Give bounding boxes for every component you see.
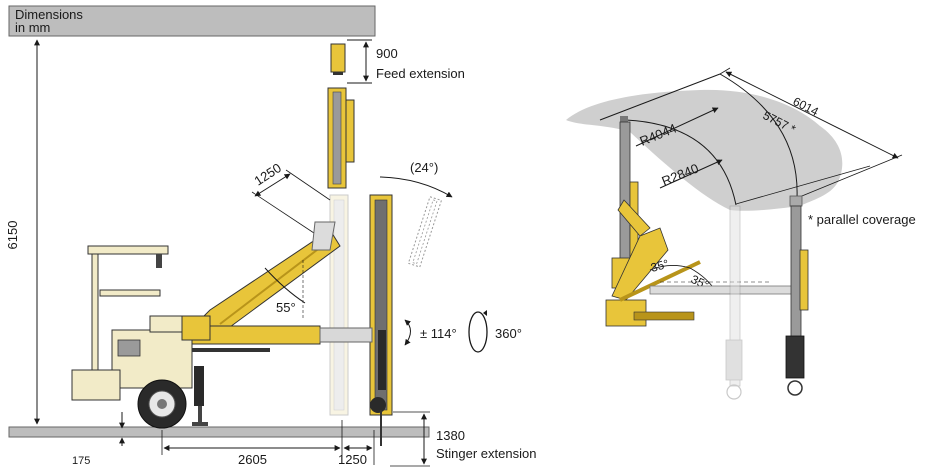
right-rig-boom-arm [605, 199, 701, 327]
angle-arc-left [649, 265, 691, 271]
boom-extension-line-b [285, 169, 331, 201]
boom-length-label: 1250 [251, 160, 283, 188]
rotation-arc [404, 319, 412, 346]
carrier-machine [71, 245, 211, 429]
parallel-coverage-extension [735, 165, 871, 205]
wheelbase-label: 2605 [238, 452, 267, 467]
upper-feed-mast [327, 87, 355, 189]
dimensions-title-line2: in mm [15, 20, 50, 35]
radius-inner-arrow [659, 159, 723, 189]
horizontal-boom [189, 325, 373, 352]
coverage-extension-b [796, 154, 903, 199]
coverage-edge-top [599, 73, 721, 121]
diagonal-boom [189, 221, 341, 339]
ceiling-block [8, 5, 376, 37]
stinger-extension-label: Stinger extension [436, 446, 536, 461]
right-rig-right-mast [785, 195, 809, 396]
stinger-extension-value: 1380 [436, 428, 465, 443]
feed-extension-label: Feed extension [376, 66, 465, 81]
boom-angle-arc [264, 267, 306, 304]
full-rotation-icon [468, 311, 488, 353]
right-rig-ghost-mast [725, 205, 743, 400]
boom-length-dimension [254, 173, 291, 197]
rotation-value-label: ± 114° [420, 326, 457, 341]
front-overhang-label: 1250 [338, 452, 367, 467]
tilt-angle-label: (24°) [410, 160, 438, 175]
ground-clearance-label: 175 [72, 455, 90, 467]
coverage-inner-arc [625, 119, 737, 206]
right-rig-horizontal-boom [649, 285, 801, 295]
rotation-full-label: 360° [495, 326, 522, 341]
boom-extension-line-a [251, 191, 321, 238]
dimensions-title-line1: Dimensions [15, 7, 83, 22]
boom-angle-label: 55° [276, 300, 296, 315]
feed-extension-value: 900 [376, 46, 398, 61]
coverage-extension-a [719, 67, 731, 75]
radius-outer-arrow [635, 107, 719, 147]
tilted-ghost-feed [407, 196, 443, 268]
height-total-label: 6150 [5, 221, 20, 250]
parallel-coverage-footnote: * parallel coverage [808, 212, 916, 227]
feed-extension-top [330, 39, 372, 84]
floor-block [8, 426, 430, 438]
tilt-angle-arc [379, 176, 453, 198]
main-vertical-feed [369, 194, 393, 446]
rotation-arrowhead [483, 310, 487, 316]
angle-left-label: 35° [649, 257, 670, 275]
coverage-width-dimension [725, 71, 899, 159]
